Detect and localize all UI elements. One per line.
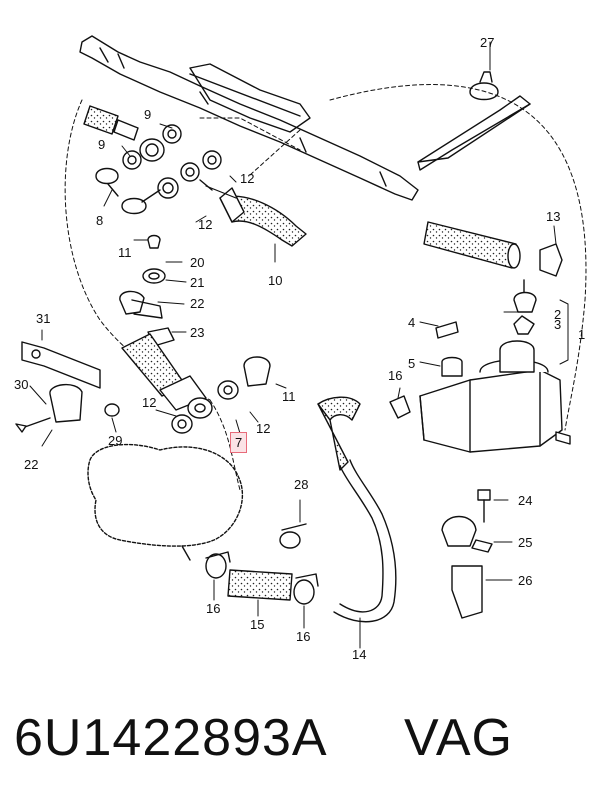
callout-1: 1 <box>578 327 586 342</box>
callout-25: 25 <box>518 535 533 550</box>
callout-23: 23 <box>190 325 205 340</box>
return-hose-14 <box>317 395 411 649</box>
bracket-31 <box>15 329 120 433</box>
callout-20: 20 <box>190 255 205 270</box>
callout-31: 31 <box>36 311 51 326</box>
callout-15: 15 <box>250 617 265 632</box>
callout-11-upper: 11 <box>118 245 132 260</box>
callout-26: 26 <box>518 573 533 588</box>
callout-13: 13 <box>546 209 561 224</box>
callout-7-highlighted: 7 <box>230 432 248 453</box>
callout-9-upper: 9 <box>144 107 152 122</box>
callout-2: 2 <box>554 307 562 322</box>
upper-fittings <box>83 105 222 284</box>
callout-29: 29 <box>108 433 123 448</box>
callout-28: 28 <box>294 477 309 492</box>
callout-30: 30 <box>14 377 29 392</box>
callout-12-left: 12 <box>142 395 157 410</box>
pump-housing <box>87 443 243 561</box>
callout-4: 4 <box>408 315 416 330</box>
callout-12-right: 12 <box>256 421 271 436</box>
callout-21: 21 <box>190 275 205 290</box>
hose-10 <box>199 179 307 263</box>
callout-5: 5 <box>408 356 416 371</box>
callout-16-right: 16 <box>388 368 403 383</box>
callout-27: 27 <box>480 35 495 50</box>
steering-rack <box>79 35 419 201</box>
callout-24: 24 <box>518 493 533 508</box>
callout-12-top: 12 <box>240 171 255 186</box>
callout-14: 14 <box>352 647 367 662</box>
callout-16-bottom: 16 <box>296 629 311 644</box>
callout-3: 3 <box>554 317 562 332</box>
hose-15 <box>205 499 319 629</box>
hardware-24-26 <box>441 489 513 619</box>
callout-22-lower: 22 <box>24 457 39 472</box>
hose-13 <box>423 221 563 277</box>
brand-label: VAG <box>404 709 513 767</box>
leader-lines <box>29 123 525 447</box>
hose-7 <box>121 333 271 441</box>
part-27-mount <box>417 41 531 171</box>
reservoir <box>419 279 571 453</box>
callout-8: 8 <box>96 213 104 228</box>
callout-16-left: 16 <box>206 601 221 616</box>
callout-9-lower: 9 <box>98 137 106 152</box>
callout-22-upper: 22 <box>190 296 205 311</box>
callout-10: 10 <box>268 273 283 288</box>
exploded-parts-diagram <box>15 35 587 649</box>
callout-12-mid: 12 <box>198 217 213 232</box>
callout-11-lower: 11 <box>282 389 296 404</box>
part-number: 6U1422893A <box>14 709 328 767</box>
